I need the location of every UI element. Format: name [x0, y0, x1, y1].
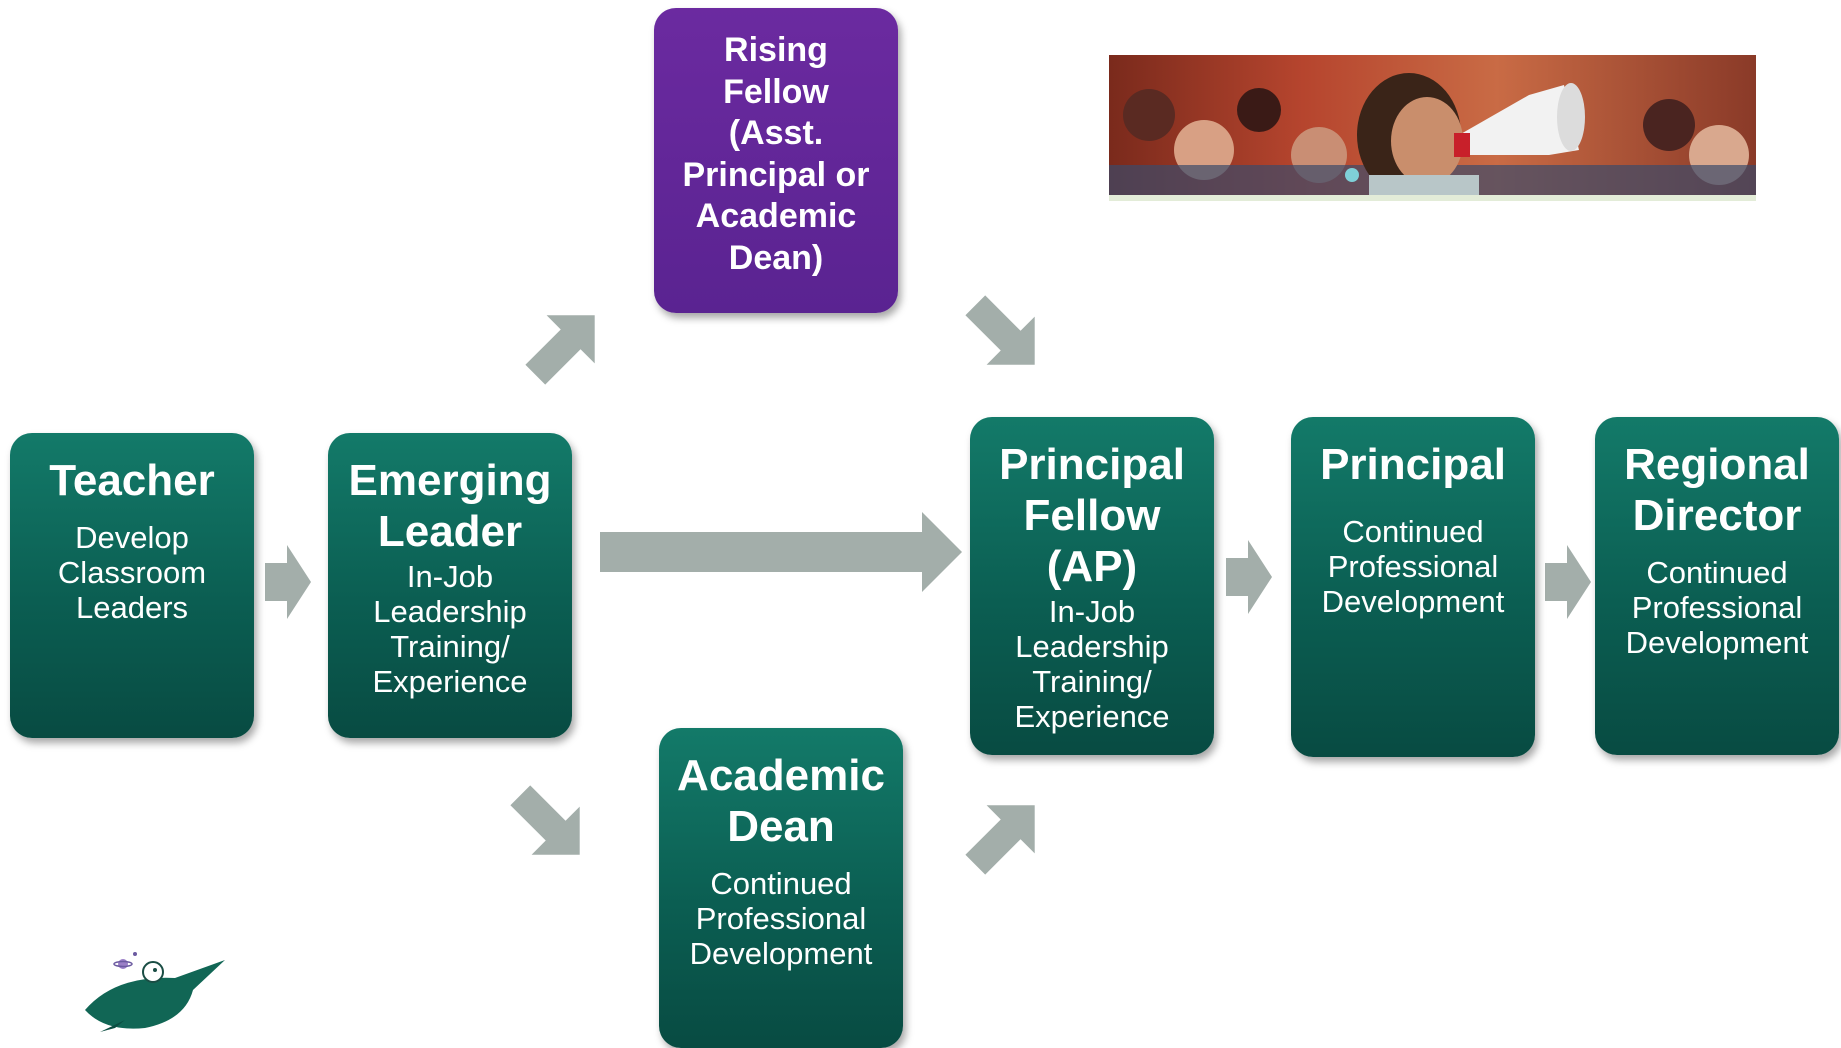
arrow-emerging-to-pfellow	[600, 512, 962, 592]
arrow-emerging-to-rising	[525, 315, 595, 385]
box-teacher: Teacher Develop Classroom Leaders	[10, 433, 254, 738]
principal-fellow-desc: In-Job Leadership Training/ Experience	[1014, 594, 1170, 734]
rocket-mascot-logo	[75, 950, 235, 1037]
box-academic-dean: Academic Dean Continued Professional Dev…	[659, 728, 903, 1048]
megaphone-photo	[1109, 55, 1756, 201]
box-principal-fellow: Principal Fellow (AP) In-Job Leadership …	[970, 417, 1214, 755]
arrow-teacher-to-emerging	[265, 545, 311, 619]
academic-dean-title: Academic Dean	[677, 751, 885, 851]
emerging-leader-desc: In-Job Leadership Training/ Experience	[372, 559, 528, 699]
principal-desc: Continued Professional Development	[1321, 514, 1505, 619]
box-regional-director: Regional Director Continued Professional…	[1595, 417, 1839, 755]
teacher-desc: Develop Classroom Leaders	[57, 520, 207, 625]
principal-fellow-title: Principal Fellow (AP)	[999, 440, 1185, 591]
regional-director-desc: Continued Professional Development	[1625, 555, 1809, 660]
regional-director-title: Regional Director	[1624, 440, 1810, 540]
arrow-dean-to-pfellow	[965, 805, 1035, 875]
arrow-pfellow-to-principal	[1226, 540, 1272, 614]
arrow-principal-to-regional	[1545, 545, 1591, 619]
arrow-rising-to-pfellow	[965, 295, 1035, 365]
principal-title: Principal	[1320, 440, 1506, 489]
box-rising-fellow: Rising Fellow (Asst. Principal or Academ…	[654, 8, 898, 313]
academic-dean-desc: Continued Professional Development	[689, 866, 873, 971]
box-emerging-leader: Emerging Leader In-Job Leadership Traini…	[328, 433, 572, 738]
rising-fellow-title: Rising Fellow (Asst. Principal or Academ…	[682, 31, 870, 277]
box-principal: Principal Continued Professional Develop…	[1291, 417, 1535, 757]
teacher-title: Teacher	[49, 456, 215, 505]
emerging-leader-title: Emerging Leader	[348, 456, 552, 556]
arrow-emerging-to-dean	[510, 785, 580, 855]
